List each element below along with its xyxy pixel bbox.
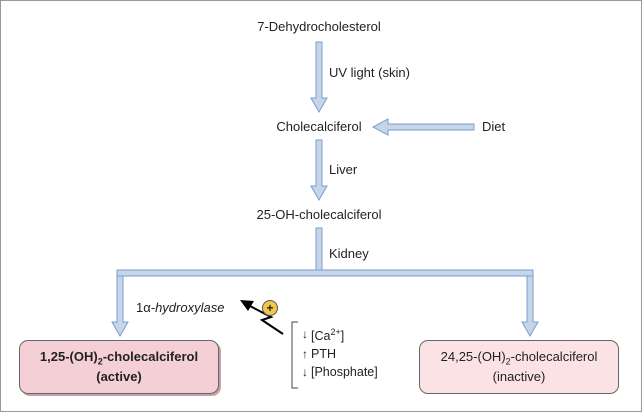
regulator-pth: ↑ PTH	[302, 345, 378, 363]
regulator-calcium: ↓ [Ca2+]	[302, 323, 378, 345]
product-active-box: 1,25-(OH)2-cholecalciferol (active)	[19, 340, 219, 394]
regulator-text: [Phosphate]	[311, 365, 378, 380]
label-uv-light: UV light (skin)	[329, 65, 410, 80]
regulator-text: [Ca	[311, 329, 331, 344]
product-inactive-box: 24,25-(OH)2-cholecalciferol (inactive)	[419, 340, 619, 394]
product-inactive-name: 24,25-(OH)2-cholecalciferol	[440, 348, 598, 367]
arrow-right-branch	[521, 275, 539, 338]
label-liver: Liver	[329, 162, 358, 177]
stimulation-arrowhead	[240, 300, 254, 311]
arrow-liver	[310, 139, 328, 202]
arrow-up-icon: ↑	[302, 347, 308, 362]
enzyme-prefix: 1	[136, 300, 144, 315]
arrow-diet	[371, 118, 475, 136]
product-inactive-note: (inactive)	[492, 369, 546, 385]
step-7-dehydrocholesterol: 7-Dehydrocholesterol	[257, 19, 381, 34]
arrow-down-icon: ↓	[302, 327, 308, 342]
arrow-down-icon: ↓	[302, 365, 308, 380]
arrow-split-bar	[116, 269, 534, 277]
label-kidney: Kidney	[329, 246, 369, 261]
product-active-note: (active)	[96, 369, 142, 385]
product-active-name: 1,25-(OH)2-cholecalciferol	[39, 348, 199, 367]
arrow-kidney-stem	[315, 227, 323, 271]
enzyme-name: -hydroxylase	[150, 300, 225, 315]
arrow-uv	[310, 41, 328, 114]
step-diet: Diet	[482, 119, 506, 134]
regulator-list: ↓ [Ca2+] ↑ PTH ↓ [Phosphate]	[302, 323, 378, 381]
regulator-phosphate: ↓ [Phosphate]	[302, 363, 378, 381]
enzyme-1alpha-hydroxylase: 1α-hydroxylase	[136, 300, 224, 315]
step-cholecalciferol: Cholecalciferol	[276, 119, 362, 134]
regulator-text: PTH	[311, 347, 336, 362]
enzyme-alpha: α	[143, 300, 151, 315]
stimulation-plus-icon: +	[262, 300, 278, 316]
step-25-oh-cholecalciferol: 25-OH-cholecalciferol	[256, 207, 382, 222]
regulator-sup: 2+	[330, 327, 341, 337]
regulator-bracket	[291, 321, 298, 389]
stimulation-arrow	[249, 305, 284, 335]
regulator-text-post: ]	[340, 329, 345, 344]
arrow-left-branch	[111, 275, 129, 338]
